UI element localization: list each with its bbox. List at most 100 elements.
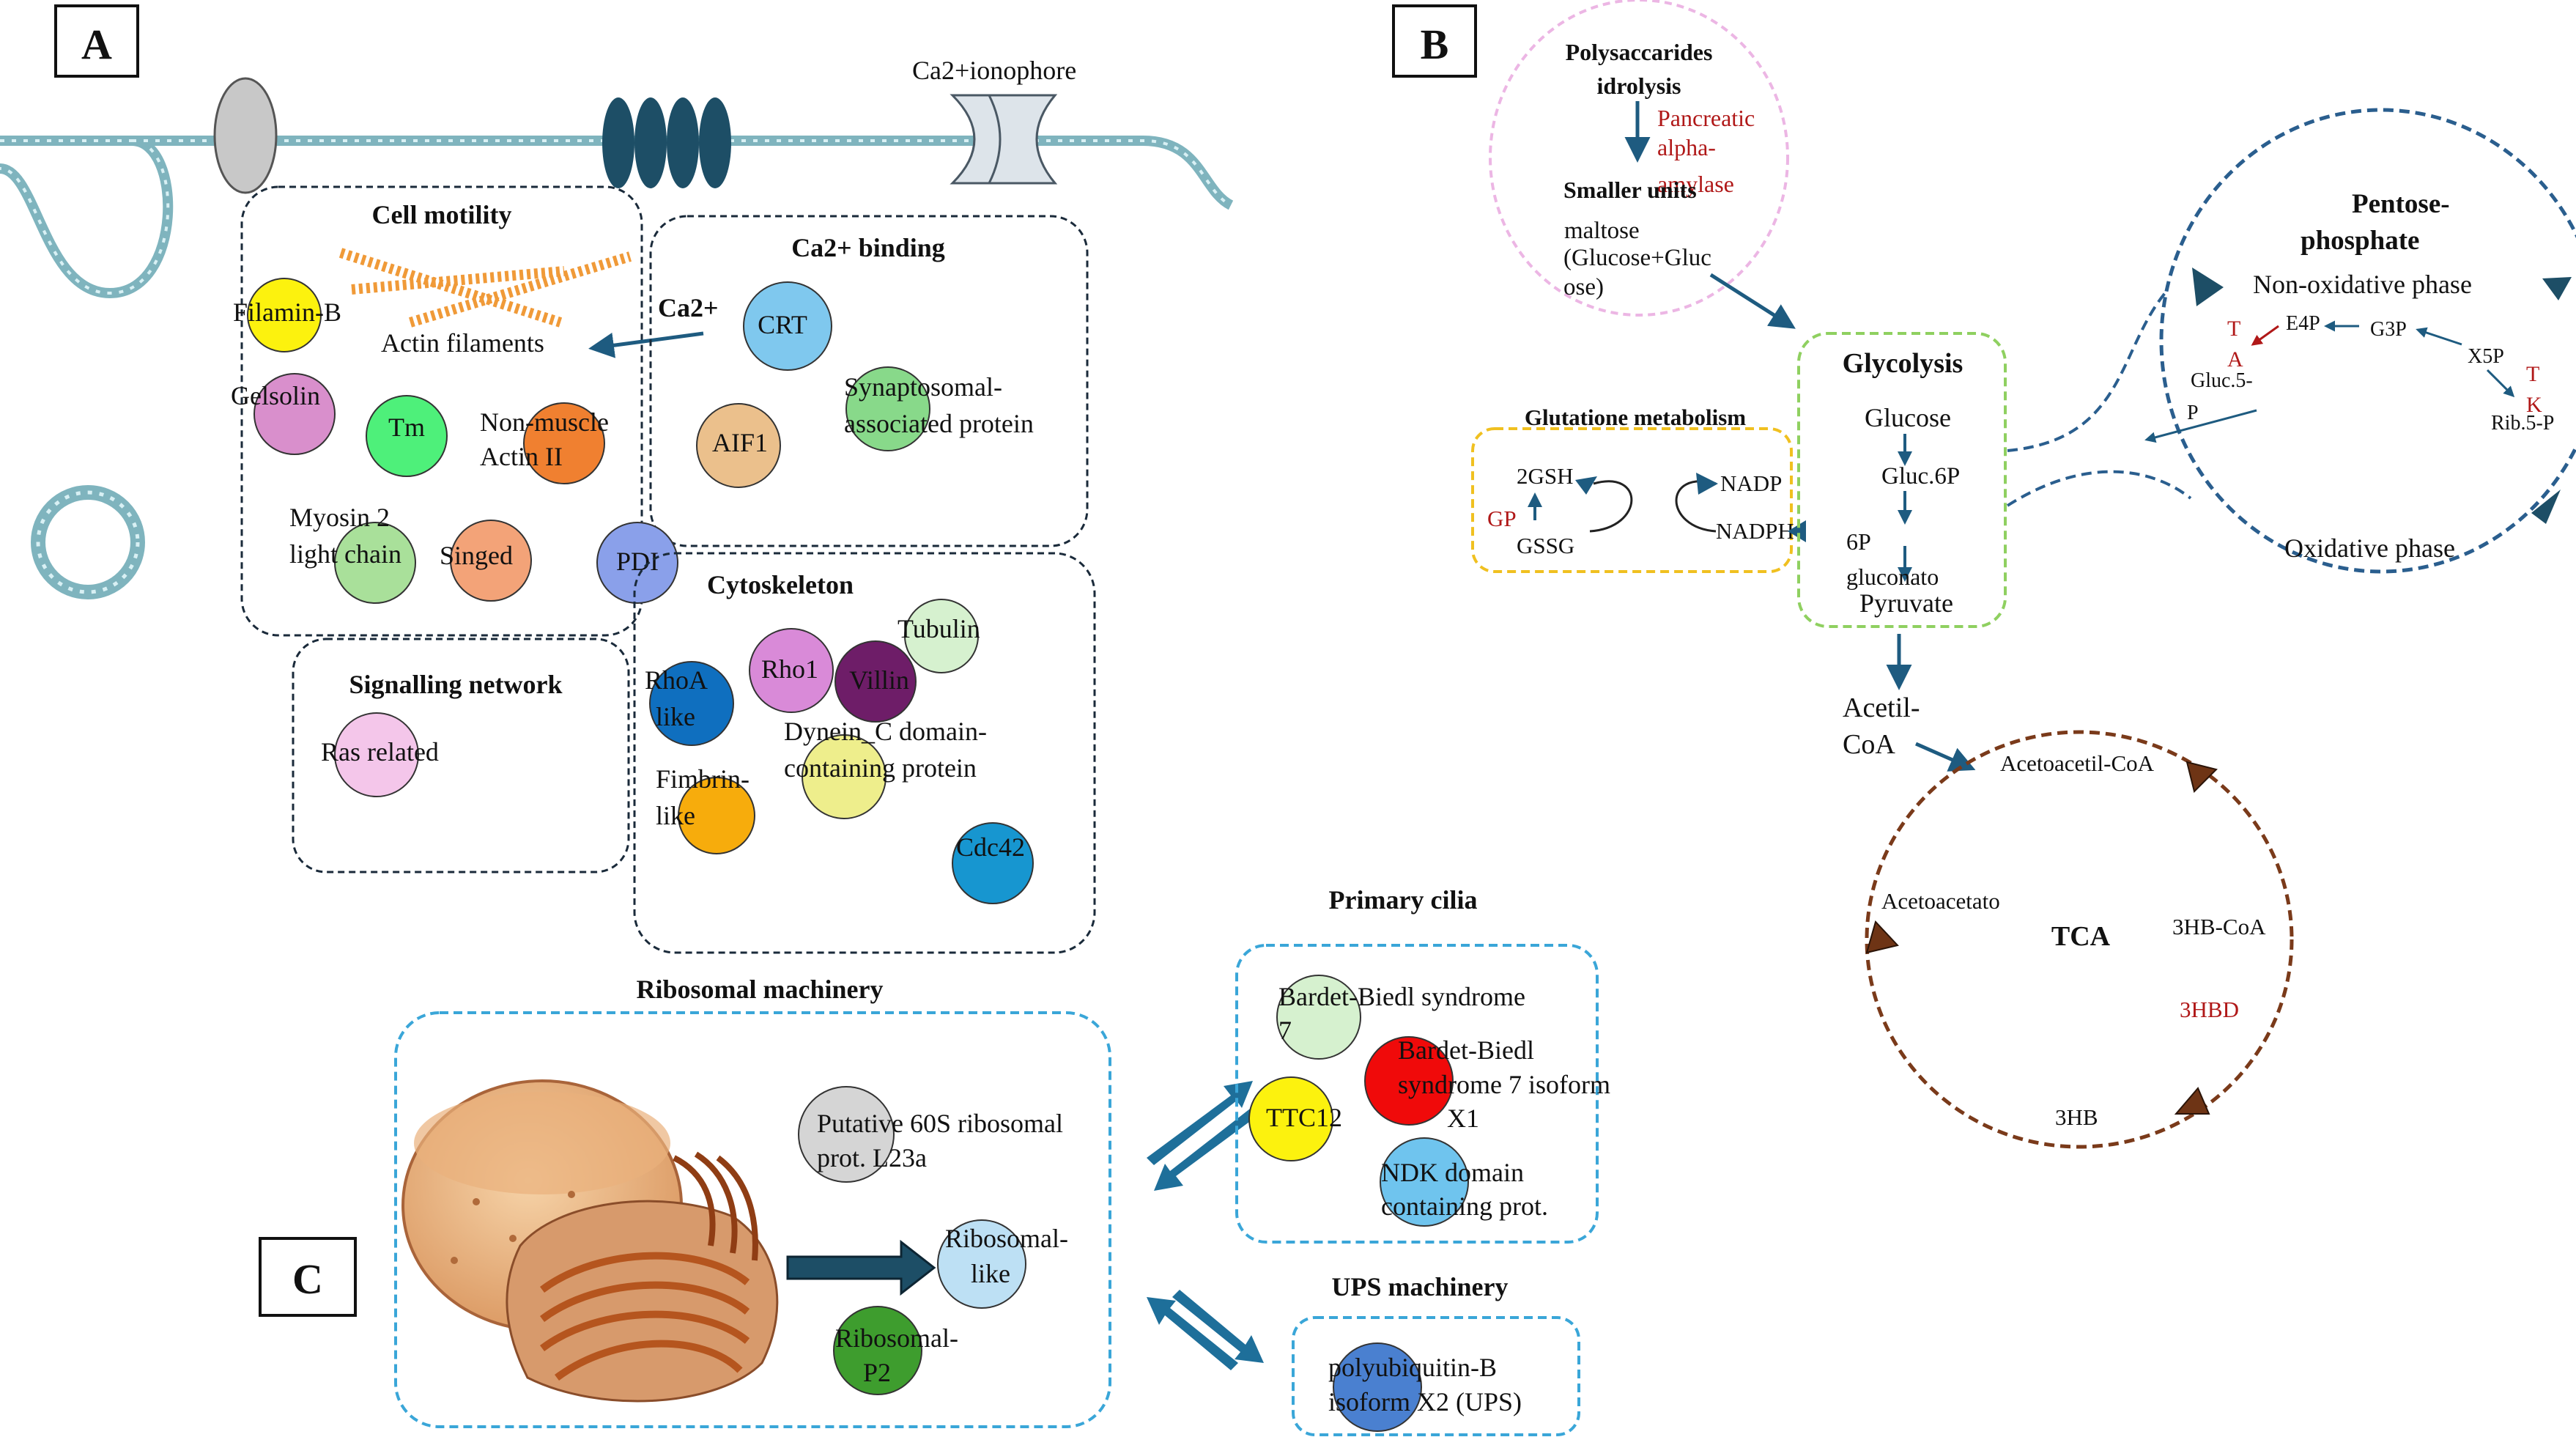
node-ttc12: [1248, 1076, 1333, 1161]
panel-b: B Polysaccarides idrolysis Pancreatic al…: [1392, 0, 2576, 1149]
maltose-2: (Glucose+Gluc: [1563, 245, 1711, 271]
label-x5p: X5P: [2468, 345, 2504, 368]
glutatione-box: [1471, 427, 1793, 573]
node-bbs7-x1: [1364, 1036, 1454, 1126]
node-ras-related: [334, 712, 419, 797]
label-singed: Singed: [440, 541, 513, 570]
node-singed: [450, 520, 532, 602]
label-gssg: GSSG: [1517, 533, 1574, 558]
label-nonmuscle-2: Actin II: [480, 442, 563, 471]
label-poly-1: polyubiquitin-B: [1328, 1353, 1497, 1382]
node-tubulin: [904, 599, 979, 673]
node-polyubiquitin: [1333, 1342, 1422, 1432]
polysaccarides-circle: [1489, 0, 1789, 317]
label-2gsh: 2GSH: [1517, 463, 1574, 489]
label-villin: Villin: [849, 665, 909, 695]
label-rib5: Rib.5-P: [2491, 412, 2554, 435]
label-gluc5-2: P: [2187, 402, 2199, 424]
label-p2-1: Ribosomal-: [835, 1323, 958, 1353]
enzyme-2: alpha-: [1657, 134, 1716, 160]
node-synaptosomal: [845, 366, 930, 451]
enzyme-3: amylase: [1657, 171, 1734, 197]
maltose-1: maltose: [1564, 218, 1640, 244]
label-tm: Tm: [388, 413, 425, 442]
panel-a-letter: A: [81, 21, 112, 68]
node-gelsolin: [253, 373, 336, 455]
label-bbs7x-2: syndrome 7 isoform: [1398, 1070, 1610, 1099]
actin-filaments-icon: [338, 248, 632, 328]
panel-b-letter: B: [1421, 21, 1449, 68]
cell-motility-title: Cell motility: [372, 200, 512, 229]
label-gelsolin: Gelsolin: [231, 381, 320, 410]
label-nonmuscle-1: Non-muscle: [480, 407, 609, 437]
node-myosin: [334, 522, 416, 604]
smaller-units: Smaller units: [1563, 177, 1697, 203]
glyc-to-pentose-link-1: [2007, 292, 2166, 452]
label-pdi: PDI: [616, 547, 659, 576]
node-tm: [366, 395, 448, 477]
node-rhoa-like: [649, 661, 734, 746]
label-ndk-2: containing prot.: [1381, 1192, 1548, 1221]
label-ta-2: A: [2227, 347, 2243, 372]
membrane-channel: [602, 97, 731, 188]
label-3hbd: 3HBD: [2180, 997, 2239, 1022]
ionophore-label: Ca2+ionophore: [912, 56, 1076, 85]
cell-membrane: [0, 136, 1234, 299]
label-synaptosomal-1: Synaptosomal-: [844, 372, 1002, 402]
label-nadp: NADP: [1720, 470, 1782, 496]
glycolysis-box: [1797, 332, 2007, 628]
label-e4p: E4P: [2286, 312, 2320, 335]
equilibrium-arrows-cilia: [1147, 1081, 1260, 1191]
enzyme-1: Pancreatic: [1657, 105, 1755, 131]
label-ttc12: TTC12: [1266, 1103, 1342, 1132]
label-rhoa-2: like: [656, 702, 695, 731]
label-l23a-1: Putative 60S ribosomal: [817, 1109, 1063, 1138]
label-6p: 6P: [1846, 528, 1871, 555]
maltose-arrow: [1709, 273, 1796, 329]
label-tubulin: Tubulin: [897, 614, 980, 643]
node-villin: [834, 640, 917, 723]
label-nonox: Non-oxidative phase: [2253, 270, 2472, 299]
label-ras-related: Ras related: [321, 737, 439, 766]
label-rhoa-1: RhoA: [645, 665, 708, 695]
label-riblike-2: like: [971, 1259, 1010, 1288]
node-pdi: [596, 522, 678, 604]
panel-b-label-box: [1392, 4, 1477, 78]
ca-binding-box: [649, 215, 1089, 547]
label-ox: Oxidative phase: [2284, 533, 2455, 563]
acetil-arrow: [1914, 742, 1976, 772]
label-cdc42: Cdc42: [956, 832, 1025, 862]
glycolysis-title: Glycolysis: [1843, 348, 1964, 379]
label-p2-2: P2: [863, 1358, 891, 1387]
polysacc-title-2: idrolysis: [1597, 73, 1681, 99]
pentose-ring: [2159, 108, 2576, 574]
node-ndk: [1380, 1137, 1469, 1227]
cytoskeleton-box: [633, 552, 1096, 954]
organelle-arrow: [786, 1239, 936, 1296]
node-ribosomal-p2: [833, 1306, 922, 1395]
ribosomal-title: Ribosomal machinery: [637, 975, 884, 1004]
cilia-title: Primary cilia: [1329, 885, 1478, 915]
cell-motility-box: [240, 185, 643, 637]
label-fimbrin-1: Fimbrin-: [656, 764, 750, 794]
label-gluc6p: Gluc.6P: [1881, 463, 1960, 490]
node-dynein: [802, 734, 887, 819]
label-bbs7-2: 7: [1278, 1016, 1292, 1045]
node-cdc42: [952, 822, 1034, 904]
label-bbs7x-1: Bardet-Biedl: [1398, 1035, 1534, 1065]
label-dynein-1: Dynein_C domain-: [784, 717, 987, 746]
signalling-title: Signalling network: [349, 670, 562, 699]
label-3hb-coa: 3HB-CoA: [2172, 914, 2266, 939]
label-gp: GP: [1487, 506, 1517, 531]
label-acetil-1: Acetil-: [1843, 692, 1920, 723]
label-nadph: NADPH: [1716, 518, 1794, 544]
ups-box: [1292, 1316, 1580, 1436]
panel-a: A Ca2+ionophore Cell motility Fila: [0, 4, 1234, 954]
label-myosin-1: Myosin 2: [289, 503, 390, 532]
glutatione-cycle-left: [1589, 480, 1633, 533]
label-tk-2: K: [2526, 393, 2542, 417]
label-fimbrin-2: like: [656, 801, 695, 830]
tca-ring: [1865, 730, 2294, 1149]
label-poly-2: isoform X2 (UPS): [1328, 1387, 1522, 1416]
